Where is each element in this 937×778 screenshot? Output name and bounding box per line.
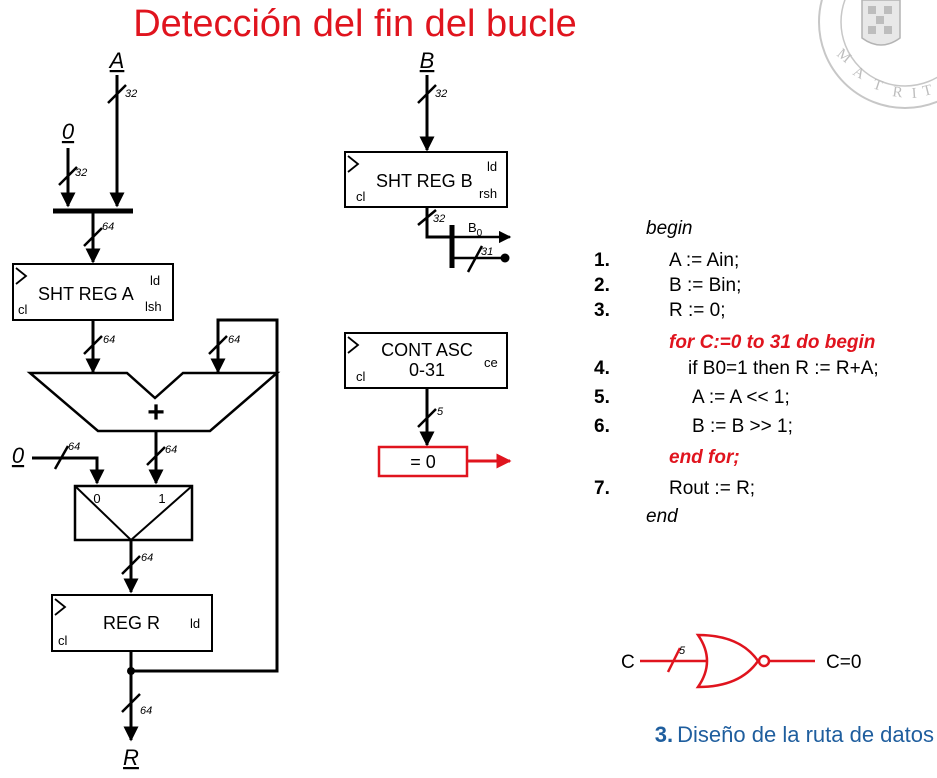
bus-width-label: 32 — [433, 213, 445, 225]
svg-text:R: R — [891, 84, 903, 101]
regr-clock-label: cl — [58, 633, 68, 648]
rega-name: SHT REG A — [38, 284, 134, 304]
cont-name: CONT ASC — [381, 340, 473, 360]
shift-register-b: cl SHT REG B rsh ld — [344, 151, 508, 208]
nor-output-label: C=0 — [826, 652, 861, 673]
signal-r-label: R — [123, 745, 139, 770]
shift-register-a: cl SHT REG A lsh ld — [12, 263, 174, 321]
feedback-loop — [131, 318, 279, 673]
university-seal-icon: M A T R I T — [818, 0, 937, 109]
regb-load-label: ld — [487, 159, 497, 174]
regr-load-label: ld — [190, 616, 200, 631]
algo-line-num: 2. — [594, 275, 610, 296]
algo-line-num: 7. — [594, 478, 610, 499]
bus-width-tick — [53, 445, 70, 470]
mux-input-0: 0 — [93, 491, 100, 506]
nor-input-label: C — [621, 652, 635, 673]
algorithm-listing: begin 1. A := Ain; 2. B := Bin; 3. R := … — [594, 218, 879, 527]
algo-for-line: for C:=0 to 31 do begin — [669, 332, 875, 353]
adder-symbol: + — [147, 396, 165, 429]
rega-load-label: ld — [150, 273, 160, 288]
bus-width-tick — [83, 335, 103, 355]
register-r: cl REG R ld — [51, 594, 213, 652]
comparator-label: = 0 — [410, 452, 436, 472]
multiplexer: 0 1 — [73, 484, 194, 542]
svg-text:I: I — [911, 86, 917, 102]
svg-text:T: T — [921, 82, 934, 100]
algo-line: A := Ain; — [669, 250, 739, 271]
algo-line: B := Bin; — [669, 275, 741, 296]
algo-line: Rout := R; — [669, 478, 755, 499]
bus-width-tick — [107, 84, 127, 104]
bus-width-label: 64 — [103, 334, 115, 346]
regr-name: REG R — [103, 613, 160, 633]
regb-name: SHT REG B — [376, 171, 473, 191]
nor-gate: C 5 C=0 — [621, 633, 861, 689]
page-title: Detección del fin del bucle — [133, 3, 577, 45]
bus-width-label: 64 — [228, 334, 240, 346]
bus-width-label: 32 — [125, 88, 137, 100]
regb-clock-label: cl — [356, 189, 366, 204]
algo-endfor-line: end for; — [669, 447, 740, 468]
nor-width-label: 5 — [679, 645, 686, 657]
zero-comparator: = 0 — [377, 445, 469, 478]
signal-zero-mid-label: 0 — [12, 443, 25, 468]
adder: + — [26, 371, 281, 433]
algo-line: B := B >> 1; — [692, 416, 793, 437]
bus-width-tick — [466, 245, 484, 273]
bus-zero-mid — [32, 456, 105, 485]
bus-width-tick — [146, 446, 166, 466]
bus-width-label: 31 — [481, 246, 493, 258]
bus-width-tick — [121, 693, 141, 713]
cont-enable-label: ce — [484, 355, 498, 370]
algo-line-num: 1. — [594, 250, 610, 271]
signal-a-label: A — [108, 48, 125, 73]
cont-clock-label: cl — [356, 369, 366, 384]
bus-width-label: 64 — [102, 221, 114, 233]
bus-width-label: 64 — [68, 441, 80, 453]
signal-zero-label: 0 — [62, 119, 75, 144]
svg-text:T: T — [871, 77, 885, 95]
bus-width-label: 32 — [435, 88, 447, 100]
bus-width-tick — [417, 408, 437, 428]
bus-width-tick — [121, 555, 141, 575]
algo-line-num: 6. — [594, 416, 610, 437]
bus-width-tick — [417, 84, 437, 104]
bus-width-label: 64 — [140, 705, 152, 717]
rega-clock-label: cl — [18, 302, 28, 317]
footer-caption: 3.Diseño de la ruta de datos — [655, 722, 934, 747]
signal-b-label: B — [420, 48, 435, 73]
algo-line: R := 0; — [669, 300, 726, 321]
counter: cl CONT ASC 0-31 ce — [344, 332, 508, 389]
svg-text:M: M — [833, 46, 854, 67]
bus-width-label: 32 — [75, 167, 87, 179]
b0-label: B0 — [468, 220, 483, 239]
bus-width-tick — [208, 335, 228, 355]
algo-line-num: 3. — [594, 300, 610, 321]
algo-end: end — [646, 506, 679, 527]
algo-line-num: 5. — [594, 387, 610, 408]
algo-line: if B0=1 then R := R+A; — [688, 358, 879, 379]
algo-line: A := A << 1; — [692, 387, 790, 408]
bus-width-tick — [417, 209, 437, 226]
bus-width-label: 64 — [141, 552, 153, 564]
algo-line-num: 4. — [594, 358, 610, 379]
bus-width-tick — [58, 166, 78, 186]
mux-input-1: 1 — [158, 491, 165, 506]
algo-begin: begin — [646, 218, 693, 239]
terminal-dot — [500, 253, 510, 263]
bus-width-label: 5 — [437, 406, 444, 418]
regb-sub: rsh — [479, 186, 497, 201]
bus-width-tick — [83, 227, 103, 247]
svg-text:A: A — [850, 64, 868, 83]
bus-width-label: 64 — [165, 444, 177, 456]
rega-sub: lsh — [145, 299, 162, 314]
cont-range: 0-31 — [409, 360, 445, 380]
